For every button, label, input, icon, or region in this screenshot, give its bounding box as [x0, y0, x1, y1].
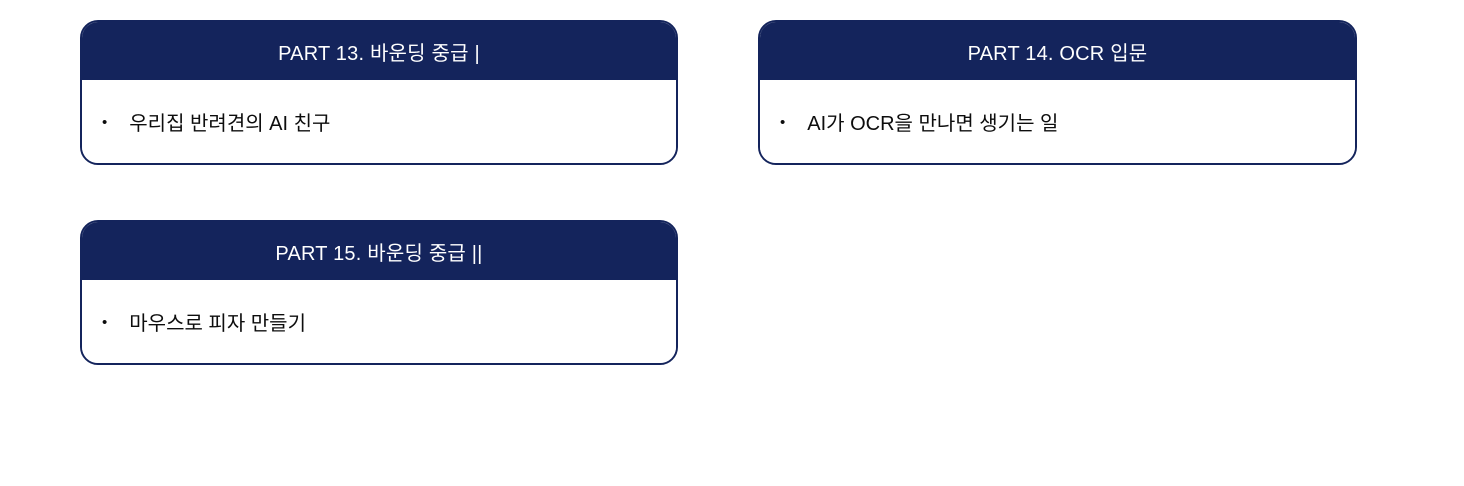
list-item-text: 마우스로 피자 만들기	[129, 313, 306, 335]
card-body: • 마우스로 피자 만들기	[82, 280, 676, 363]
card-part-13: PART 13. 바운딩 중급 | • 우리집 반려견의 AI 친구	[80, 20, 678, 165]
card-title: PART 13. 바운딩 중급 |	[278, 42, 480, 65]
card-header: PART 13. 바운딩 중급 |	[82, 22, 676, 80]
card-title: PART 14. OCR 입문	[967, 42, 1148, 65]
card-body: • 우리집 반려견의 AI 친구	[82, 80, 676, 163]
bullet-icon: •	[102, 314, 108, 331]
list-item-text: AI가 OCR을 만나면 생기는 일	[807, 113, 1059, 135]
bullet-icon: •	[780, 114, 786, 131]
list-item: • AI가 OCR을 만나면 생기는 일	[760, 107, 1058, 136]
card-title: PART 15. 바운딩 중급 ||	[275, 242, 483, 265]
card-header: PART 14. OCR 입문	[760, 22, 1355, 80]
list-item-text: 우리집 반려견의 AI 친구	[129, 113, 331, 135]
list-item: • 우리집 반려견의 AI 친구	[82, 107, 330, 136]
bullet-icon: •	[102, 114, 108, 131]
card-part-14: PART 14. OCR 입문 • AI가 OCR을 만나면 생기는 일	[758, 20, 1357, 165]
card-body: • AI가 OCR을 만나면 생기는 일	[760, 80, 1355, 163]
card-header: PART 15. 바운딩 중급 ||	[82, 222, 676, 280]
list-item: • 마우스로 피자 만들기	[82, 307, 306, 336]
card-part-15: PART 15. 바운딩 중급 || • 마우스로 피자 만들기	[80, 220, 678, 365]
